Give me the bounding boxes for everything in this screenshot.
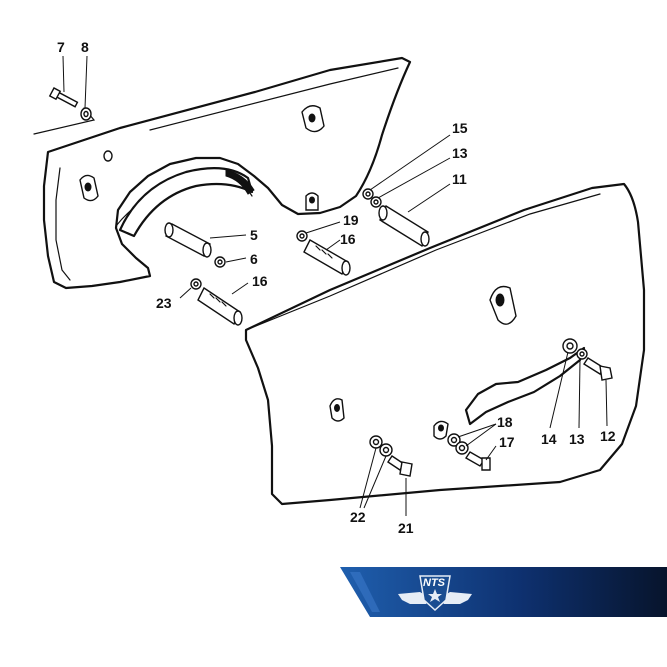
brand-logo-band [340, 567, 667, 617]
right-wing-icon [440, 592, 472, 604]
washer-14 [562, 338, 578, 354]
bolt-12 [583, 357, 613, 381]
spacer-11 [378, 204, 430, 248]
callout-11: 11 [452, 171, 467, 187]
left-panel-hole-front [79, 174, 99, 202]
left-wing-icon [398, 592, 430, 604]
right-side-panel [244, 182, 646, 506]
logo-text: NTS [423, 577, 445, 589]
washer-6 [214, 256, 226, 268]
stud-16-left [197, 286, 243, 326]
washer-13-lower [576, 348, 588, 360]
stud-16-right [303, 239, 351, 276]
callout-14: 14 [541, 431, 557, 447]
right-panel-hole-lower-left [329, 398, 345, 422]
guard-strip-shadow [225, 169, 255, 195]
star-icon [428, 589, 442, 602]
callout-19: 19 [343, 212, 359, 228]
washers-22 [369, 435, 393, 457]
leader-lines [62, 55, 608, 516]
callout-18: 18 [497, 414, 513, 430]
callout-12: 12 [600, 428, 616, 444]
callout-6: 6 [250, 251, 258, 267]
callout-23: 23 [156, 295, 172, 311]
washer-19 [296, 230, 308, 242]
bolt-7 [48, 87, 79, 108]
washer-23 [190, 278, 202, 290]
callout-21: 21 [398, 520, 414, 536]
callout-8: 8 [81, 39, 89, 55]
washer-8 [80, 107, 92, 121]
bolt-17 [465, 451, 491, 471]
callout-17: 17 [499, 434, 515, 450]
bolt-21 [387, 455, 413, 477]
right-panel-hole-lower-mid [433, 420, 449, 440]
right-panel-hole-upper [489, 285, 517, 325]
callout-22: 22 [350, 509, 366, 525]
washers-18 [447, 433, 469, 455]
left-side-panel [33, 56, 412, 290]
callout-16-upper: 16 [340, 231, 356, 247]
spacer-5 [164, 222, 212, 258]
callout-7: 7 [57, 39, 65, 55]
washer-13-upper [370, 196, 382, 208]
callout-13-lower: 13 [569, 431, 585, 447]
callout-5: 5 [250, 227, 258, 243]
nts-logo [398, 575, 472, 612]
left-panel-hole-rear [301, 105, 325, 133]
callout-13-upper: 13 [452, 145, 468, 161]
left-panel-hole-lower [305, 192, 319, 211]
callout-16-lower: 16 [252, 273, 268, 289]
washer-15 [362, 188, 374, 200]
callout-15: 15 [452, 120, 468, 136]
